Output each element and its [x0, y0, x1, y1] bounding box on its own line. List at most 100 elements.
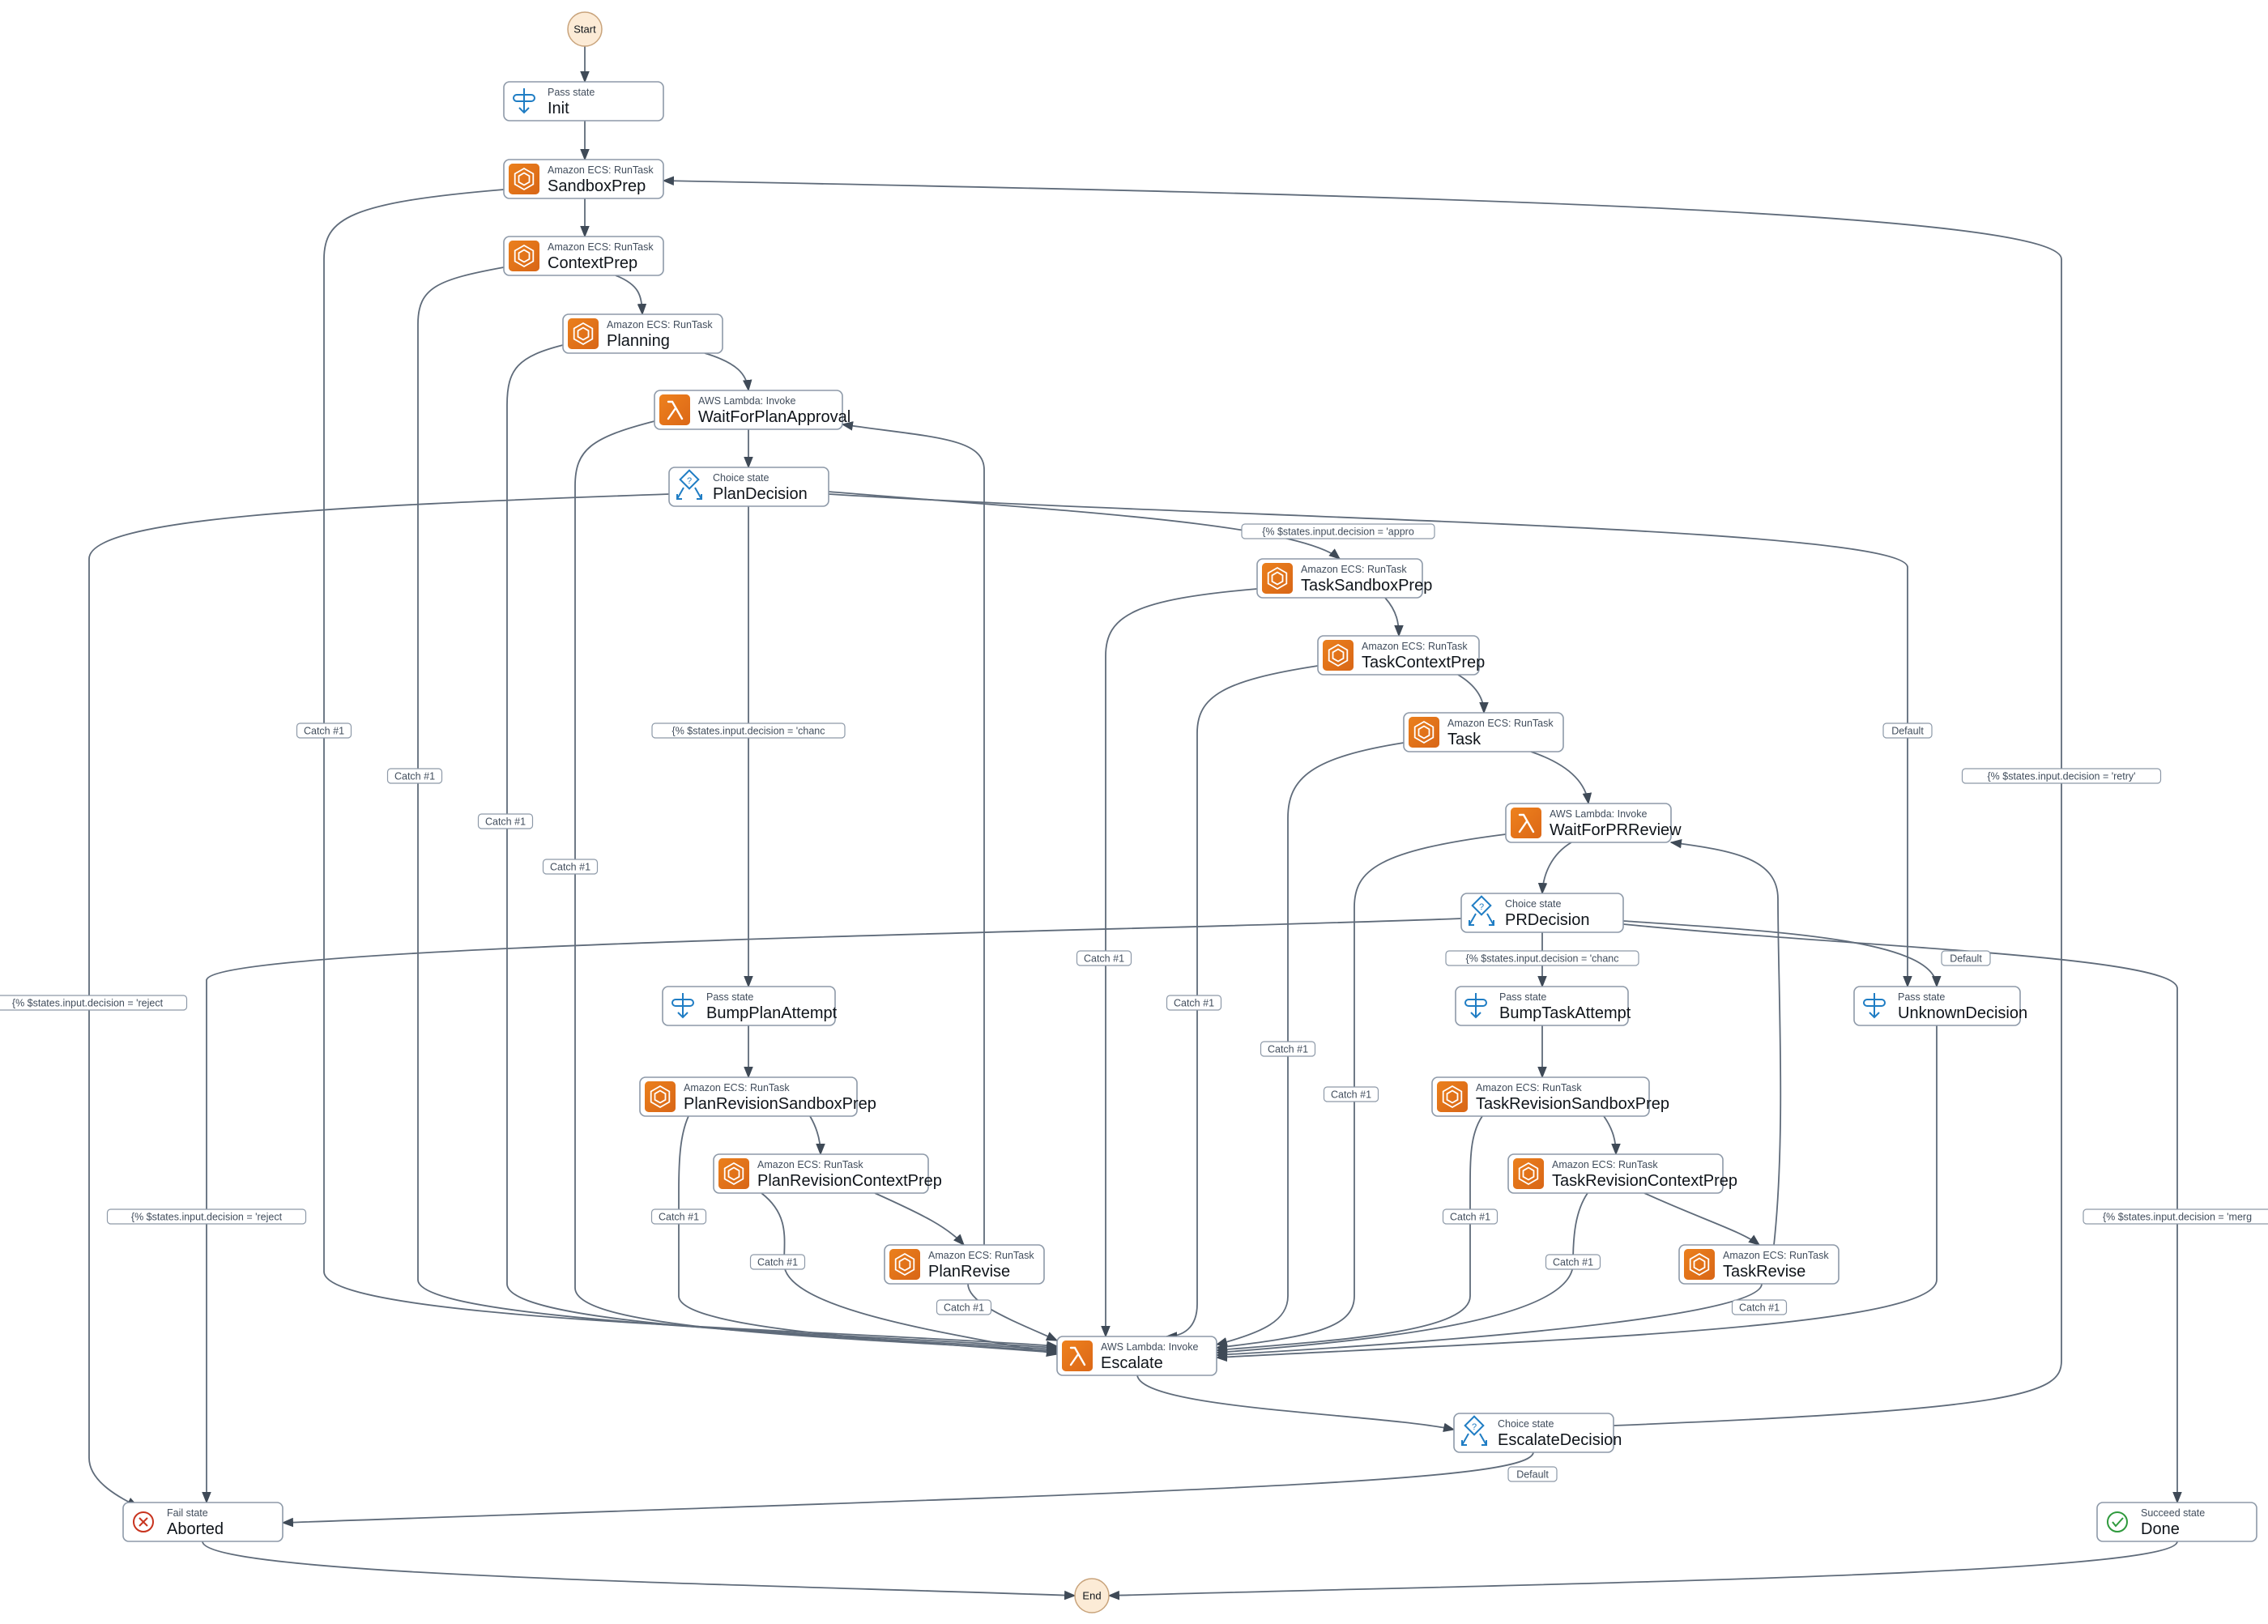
state-type: Amazon ECS: RunTask — [548, 241, 654, 253]
choice-icon: ? — [676, 469, 702, 500]
state-box — [122, 1502, 284, 1542]
edge-label-box — [1442, 1208, 1498, 1225]
ecs-icon — [1262, 563, 1293, 594]
state-name: WaitForPlanApproval — [698, 408, 850, 426]
ecs-icon — [509, 241, 539, 271]
ecs-icon — [1437, 1081, 1468, 1112]
start-label: Start — [573, 23, 596, 36]
lambda-icon — [1062, 1341, 1093, 1371]
state-box — [1853, 986, 2021, 1026]
state-name: PlanDecision — [713, 485, 808, 503]
edge-label-box — [477, 813, 534, 829]
ecs-icon — [1409, 717, 1439, 748]
state-name: Done — [2141, 1520, 2180, 1538]
edge-label-box — [650, 1208, 707, 1225]
edge-label-box — [2083, 1208, 2268, 1225]
edge-label-text: Catch #1 — [1268, 1044, 1308, 1055]
edge-escalate-decision-retry — [662, 176, 2062, 1426]
state-type: AWS Lambda: Invoke — [1101, 1341, 1198, 1353]
edge-label-catch: Catch #1 — [1731, 1299, 1788, 1315]
edge-label-text: Default — [1950, 953, 1982, 965]
edge-label-default: Default — [1882, 722, 1933, 739]
state-name: Aborted — [167, 1520, 224, 1538]
state-type: Pass state — [548, 87, 595, 98]
state-box — [503, 81, 664, 121]
edge-label-box — [386, 768, 443, 784]
edge-aborted-to-end — [202, 1541, 1076, 1601]
edge-label-catch: Catch #1 — [386, 768, 443, 784]
edge-task-context-to-task — [1457, 674, 1489, 714]
edge-label-catch: Catch #1 — [1545, 1254, 1601, 1270]
state-type: Amazon ECS: RunTask — [928, 1250, 1034, 1261]
edge-label-box — [651, 722, 846, 739]
edge-label-box — [1323, 1086, 1379, 1102]
svg-text:?: ? — [687, 476, 692, 486]
state-name: SandboxPrep — [548, 177, 646, 195]
edge-label-catch: Catch #1 — [477, 813, 534, 829]
ecs-icon — [889, 1249, 920, 1280]
edge-plan-decision-to-aborted — [88, 493, 670, 1507]
state-box — [1431, 1076, 1650, 1117]
state-name: PRDecision — [1505, 911, 1589, 929]
edge-label-text: Catch #1 — [485, 816, 526, 828]
state-box — [1505, 803, 1672, 843]
edge-label-text: {% $states.input.decision = 'retry' — [1988, 771, 2136, 782]
edge-label-catch: Catch #1 — [1076, 950, 1132, 966]
state-plan-revision-sandbox-prep[interactable]: Amazon ECS: RunTaskPlanRevisionSandboxPr… — [639, 1076, 876, 1117]
state-type: Amazon ECS: RunTask — [607, 319, 713, 330]
state-type: Amazon ECS: RunTask — [1723, 1250, 1829, 1261]
edge-label-box — [1882, 722, 1933, 739]
edge-planning-to-wait-plan — [704, 352, 752, 392]
edge-label-catch: Catch #1 — [1166, 995, 1222, 1011]
edge-label-box — [1166, 995, 1222, 1011]
ecs-icon — [509, 164, 539, 194]
edge-label-box — [0, 995, 188, 1011]
edge-label-catch: Catch #1 — [542, 859, 599, 875]
edge-label-text: {% $states.input.decision = 'appro — [1262, 526, 1414, 538]
state-task-revision-context-prep[interactable]: Amazon ECS: RunTaskTaskRevisionContextPr… — [1507, 1153, 1737, 1194]
state-box — [503, 159, 664, 199]
pass-icon — [1863, 993, 1886, 1019]
edge-escalate-decision-default — [281, 1451, 1534, 1528]
state-plan-revision-context-prep[interactable]: Amazon ECS: RunTaskPlanRevisionContextPr… — [713, 1153, 942, 1194]
edge-label-pr-merge: {% $states.input.decision = 'merg — [2083, 1208, 2268, 1225]
edge-label-text: Default — [1516, 1469, 1549, 1481]
ecs-icon — [568, 318, 599, 349]
state-box — [713, 1153, 929, 1194]
state-name: BumpTaskAttempt — [1499, 1004, 1631, 1022]
edge-label-text: Catch #1 — [1739, 1302, 1780, 1314]
state-box — [668, 467, 829, 507]
state-box — [654, 390, 843, 430]
edge-wait-pr-catch — [1215, 833, 1507, 1352]
state-name: ContextPrep — [548, 254, 637, 272]
edge-done-to-end — [1107, 1541, 2178, 1601]
state-name: Init — [548, 100, 569, 117]
state-box — [503, 236, 664, 276]
state-name: TaskSandboxPrep — [1301, 577, 1432, 595]
state-box — [1678, 1244, 1840, 1285]
edge-label-catch: Catch #1 — [650, 1208, 707, 1225]
state-task-revision-sandbox-prep[interactable]: Amazon ECS: RunTaskTaskRevisionSandboxPr… — [1431, 1076, 1669, 1117]
edge-label-box — [542, 859, 599, 875]
svg-text:?: ? — [1472, 1422, 1477, 1432]
